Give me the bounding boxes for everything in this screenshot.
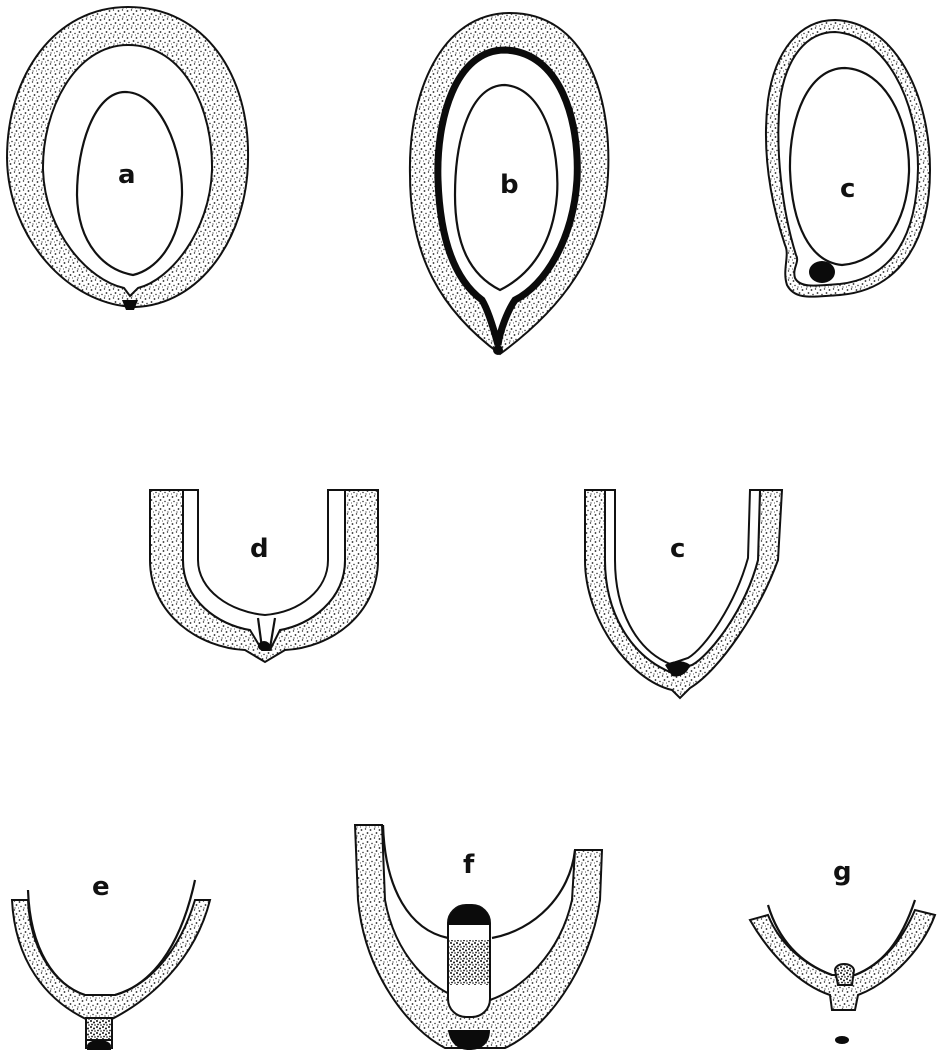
panel-e-label: e <box>92 872 110 902</box>
panel-b-label: b <box>500 170 519 200</box>
panel-e-drawing <box>12 880 210 1050</box>
panel-f-drawing <box>355 825 602 1050</box>
panel-a-drawing <box>7 7 248 310</box>
panel-g-drawing <box>750 900 935 1044</box>
panel-c-top-drawing <box>766 20 930 297</box>
panel-c-middle-label: c <box>670 534 685 564</box>
panel-d-drawing <box>150 490 378 662</box>
panel-g-label: g <box>833 857 852 887</box>
panel-d-label: d <box>250 534 269 564</box>
panel-a-label: a <box>118 160 136 190</box>
panel-f-label: f <box>463 850 475 880</box>
panel-c-top-label: c <box>840 174 855 204</box>
panel-c-middle-drawing <box>585 490 782 698</box>
